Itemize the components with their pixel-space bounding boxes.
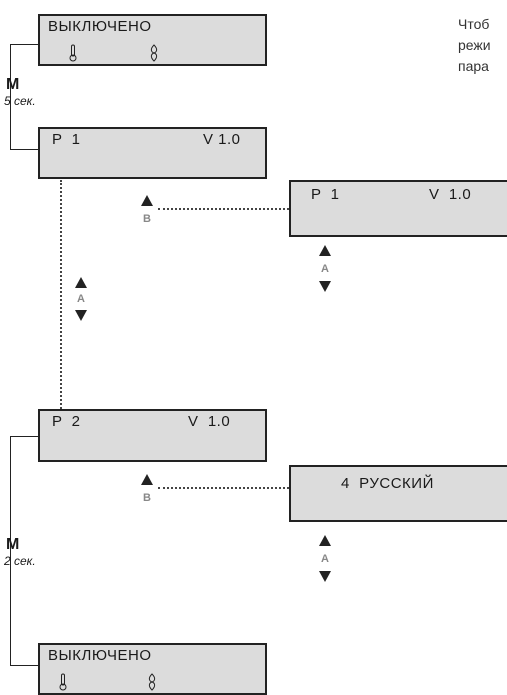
display-off-bottom: ВЫКЛЮЧЕНО bbox=[38, 643, 267, 695]
display-p2-version: V 1.0 bbox=[188, 413, 231, 430]
display-p2-param: P 2 bbox=[52, 413, 81, 430]
display-off-bottom-text: ВЫКЛЮЧЕНО bbox=[48, 647, 152, 664]
hold-time-bottom: 2 сек. bbox=[4, 554, 36, 568]
side-text-line-3: пара bbox=[458, 58, 489, 74]
button-a-label: A bbox=[321, 263, 329, 275]
arrow-up-icon bbox=[319, 535, 331, 546]
display-language-text: 4 РУССКИЙ bbox=[341, 475, 434, 492]
display-off-top-text: ВЫКЛЮЧЕНО bbox=[48, 18, 152, 35]
display-p1-param: P 1 bbox=[52, 131, 81, 148]
display-p1-sub-version: V 1.0 bbox=[429, 186, 472, 203]
display-p1-sub: P 1 V 1.0 bbox=[289, 180, 507, 237]
display-off-top: ВЫКЛЮЧЕНО bbox=[38, 14, 267, 66]
display-p1: P 1 V 1.0 bbox=[38, 127, 267, 179]
flame-icon bbox=[147, 673, 157, 691]
thermometer-icon bbox=[68, 44, 78, 62]
arrow-up-icon bbox=[141, 474, 153, 485]
button-a-label: A bbox=[321, 553, 329, 565]
dotted-connector-b-bottom bbox=[158, 487, 289, 489]
display-p1-sub-param: P 1 bbox=[311, 186, 340, 203]
display-p2: P 2 V 1.0 bbox=[38, 409, 267, 462]
m-key-label-bottom: M bbox=[6, 536, 20, 553]
side-text: Чтоб режи пара bbox=[458, 14, 491, 77]
hold-bracket-top bbox=[10, 44, 38, 150]
dotted-connector-left bbox=[60, 180, 62, 409]
arrow-up-icon bbox=[319, 245, 331, 256]
hold-time-top: 5 сек. bbox=[4, 94, 36, 108]
button-a-label: A bbox=[77, 293, 85, 305]
arrow-down-icon bbox=[75, 310, 87, 321]
thermometer-icon bbox=[58, 673, 68, 691]
display-language: 4 РУССКИЙ bbox=[289, 465, 507, 522]
arrow-down-icon bbox=[319, 571, 331, 582]
flame-icon bbox=[149, 44, 159, 62]
arrow-down-icon bbox=[319, 281, 331, 292]
arrow-up-icon bbox=[141, 195, 153, 206]
display-p1-version: V 1.0 bbox=[203, 131, 241, 148]
arrow-up-icon bbox=[75, 277, 87, 288]
hold-bracket-bottom bbox=[10, 436, 38, 666]
button-b-label: B bbox=[143, 213, 151, 225]
button-b-label: B bbox=[143, 492, 151, 504]
side-text-line-2: режи bbox=[458, 37, 491, 53]
dotted-connector-b-top bbox=[158, 208, 289, 210]
side-text-line-1: Чтоб bbox=[458, 16, 490, 32]
m-key-label-top: M bbox=[6, 76, 20, 93]
